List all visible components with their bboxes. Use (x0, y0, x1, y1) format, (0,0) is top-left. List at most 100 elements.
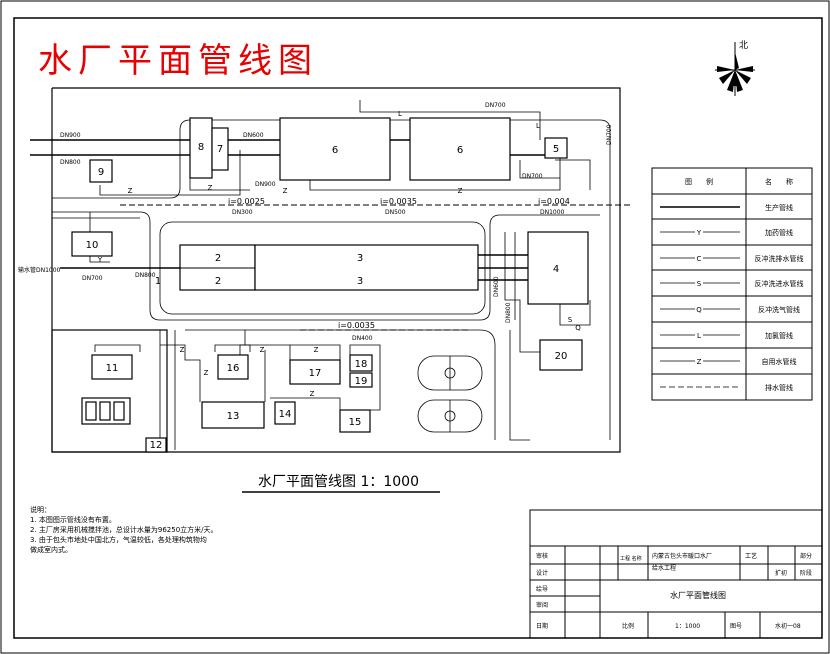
tb-project-name-1: 内蒙古包头市暖口水厂 (652, 552, 712, 560)
unit-label-16: 16 (227, 363, 240, 374)
tb-project-label: 工程 名称 (620, 555, 642, 562)
tb-phase-value: 阶段 (800, 569, 812, 577)
mark-l-2: L (536, 122, 540, 130)
unit-label-20: 20 (555, 351, 568, 362)
slope-label-1: i=0.0025 (228, 197, 265, 206)
unit-6b-box (409, 117, 511, 181)
pipe-label-dn800v: DN800 (505, 302, 512, 323)
pipe-label-dn900-in: DN900 (60, 132, 81, 139)
notes-line-2: 2. 主厂房采用机械搅拌池，总设计水量为96250立方米/天。 (30, 525, 218, 534)
tb-no-value: 水初一08 (775, 622, 801, 630)
pipe-label-dn500a: DN500 (385, 209, 406, 216)
mark-y: Y (97, 256, 103, 264)
tb-design: 设计 (536, 569, 548, 577)
legend-code-3: S (697, 280, 702, 288)
legend-name-7: 排水管线 (765, 383, 793, 392)
unit-label-8: 8 (198, 142, 204, 153)
legend-code-2: C (697, 255, 702, 263)
pipe-label-dn800-mid: DN800 (135, 272, 156, 279)
pipe-label-inlet: 输水管DN1000 (18, 266, 61, 274)
unit-5-box (544, 137, 568, 159)
unit-label-7: 7 (217, 144, 223, 155)
legend-table (651, 167, 813, 401)
legend-header-symbol: 图 例 (685, 177, 713, 186)
legend-code-4: Q (696, 306, 702, 314)
unit-label-1: 1 (155, 276, 161, 287)
unit-12-box (145, 437, 167, 453)
unit-11-box (91, 354, 133, 380)
tb-phase-label: 扩初 (775, 569, 787, 577)
unit-label-18: 18 (355, 359, 368, 370)
pipe-label-dn600b: DN600 (493, 276, 500, 297)
unit-label-6b: 6 (457, 145, 463, 156)
tb-review: 审核 (536, 552, 548, 560)
tb-project-name-2: 给水工程 (652, 564, 676, 572)
mark-s: S (568, 316, 573, 324)
mark-z-2: Z (208, 184, 213, 192)
slope-label-4: i=0.0035 (338, 321, 375, 330)
unit-label-5: 5 (553, 144, 559, 155)
pipe-label-dn700-mid: DN700 (522, 173, 543, 180)
unit-6a-box (279, 117, 391, 181)
unit-17-box (289, 359, 341, 385)
slope-label-2: i=0.0035 (380, 197, 417, 206)
unit-7-box (211, 127, 229, 171)
pipe-label-dn700-10: DN700 (82, 275, 103, 282)
pipe-label-dn800-in: DN800 (60, 159, 81, 166)
tb-discipline-value: 部分 (800, 552, 812, 560)
mark-z-6: Z (260, 346, 265, 354)
legend-name-2: 反冲洗排水管线 (755, 254, 804, 263)
pipe-label-dn400: DN400 (352, 335, 373, 342)
mark-z-5: Z (180, 346, 185, 354)
unit-label-2b: 2 (215, 276, 221, 287)
process-pipes (30, 139, 545, 281)
unit-19-box (349, 372, 373, 388)
tb-discipline-label: 工艺 (745, 552, 757, 560)
unit-label-12: 12 (150, 440, 163, 451)
north-label: 北 (739, 40, 748, 51)
tb-date: 日期 (536, 622, 548, 630)
mark-z-1: Z (128, 187, 133, 195)
legend-code-1: Y (696, 229, 702, 237)
notes-title: 说明： (30, 505, 51, 514)
unit-label-11: 11 (106, 363, 119, 374)
pipe-label-dn700-top: DN700 (485, 102, 506, 109)
slope-label-3: i=0.004 (538, 197, 570, 206)
legend-header-name: 名 称 (765, 177, 793, 186)
notes-line-3: 3. 由于包头市地处中国北方，气温较低，各处理构筑物均 (30, 535, 207, 544)
legend-name-0: 生产管线 (765, 203, 793, 212)
sports-fields (417, 355, 483, 433)
legend-name-5: 加氯管线 (765, 331, 793, 340)
unit-15-box (339, 409, 371, 433)
unit-label-6a: 6 (332, 145, 338, 156)
notes-line-4: 做成室内式。 (30, 545, 72, 554)
plant-boundary (51, 87, 621, 453)
legend-name-4: 反冲洗气管线 (758, 305, 800, 314)
unit-9-box (89, 159, 113, 183)
pipe-label-dn300: DN300 (232, 209, 253, 216)
pipe-label-dn600: DN600 (243, 132, 264, 139)
unit-blocks (71, 117, 589, 453)
unit-label-9: 9 (98, 167, 104, 178)
unit-label-15: 15 (349, 417, 362, 428)
tb-drawing-name: 水厂平面管线图 (670, 590, 726, 600)
mark-z-8: Z (310, 390, 315, 398)
pipe-label-dn700-right: DN700 (606, 124, 613, 145)
legend-name-3: 反冲洗进水管线 (755, 279, 804, 288)
slope-pipes (120, 204, 630, 331)
page-title: 水厂平面管线图 (38, 41, 318, 81)
unit-label-4: 4 (553, 264, 559, 275)
unit-16-box (217, 354, 249, 380)
tb-no-label: 图号 (730, 623, 742, 630)
legend-name-6: 自用水管线 (762, 357, 797, 366)
unit-label-13: 13 (227, 411, 240, 422)
unit-18-box (349, 354, 373, 372)
unit-label-3a: 3 (357, 253, 363, 264)
north-arrow: 北 (715, 40, 755, 96)
unit-label-3b: 3 (357, 276, 363, 287)
mark-z-4: Z (458, 187, 463, 195)
unit-3-box (254, 244, 479, 291)
pipe-label-dn900-b: DN900 (255, 181, 276, 188)
